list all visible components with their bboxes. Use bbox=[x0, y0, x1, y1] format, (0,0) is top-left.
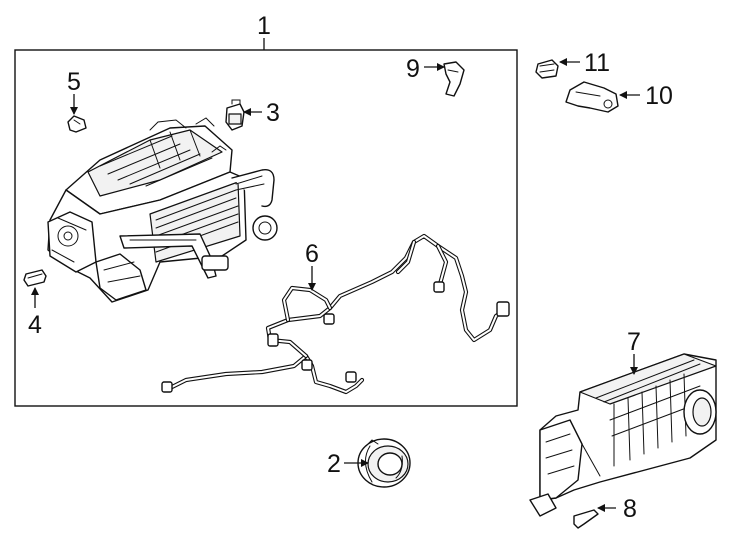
cap-part-11 bbox=[535, 59, 559, 79]
callout-5: 5 bbox=[67, 68, 81, 96]
callout-3: 3 bbox=[266, 99, 280, 127]
callout-7: 7 bbox=[627, 328, 641, 356]
clip-part-9 bbox=[443, 61, 465, 97]
callout-4: 4 bbox=[28, 311, 42, 339]
bracket-part-8 bbox=[573, 509, 599, 529]
assembly-outline-box bbox=[14, 49, 518, 407]
hvac-case-assembly bbox=[47, 117, 278, 303]
sensor-part-5 bbox=[67, 115, 87, 133]
callout-6: 6 bbox=[305, 240, 319, 268]
clip-part-4 bbox=[23, 269, 47, 287]
callout-8: 8 bbox=[623, 495, 637, 523]
callout-2: 2 bbox=[327, 450, 341, 478]
callout-9: 9 bbox=[406, 55, 420, 83]
callout-10: 10 bbox=[645, 82, 673, 110]
wiring-harness-part bbox=[161, 233, 510, 395]
callout-11: 11 bbox=[584, 49, 610, 77]
sensor-connector-part bbox=[225, 99, 245, 131]
bracket-part-10 bbox=[565, 81, 619, 113]
hvac-unit-part-7 bbox=[529, 353, 717, 517]
callout-1: 1 bbox=[257, 12, 271, 40]
